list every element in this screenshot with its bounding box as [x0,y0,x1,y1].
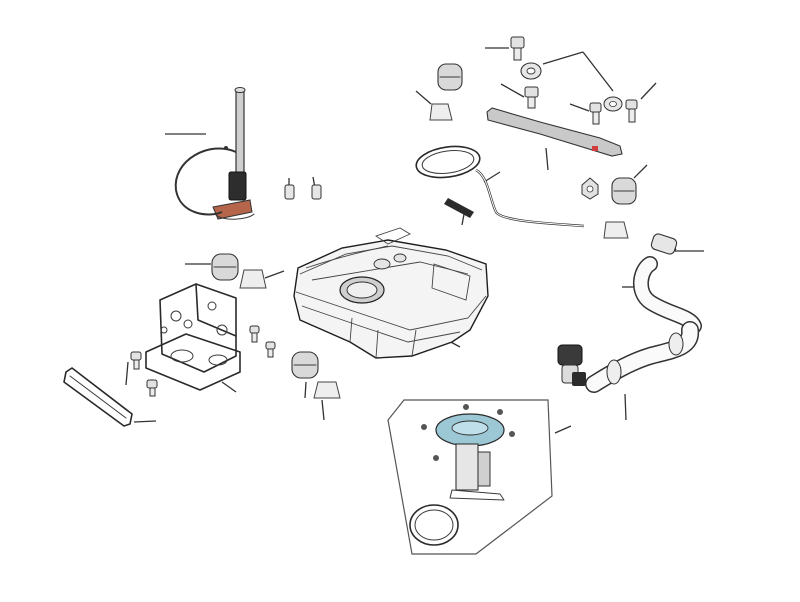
bolt-small-icon [130,325,276,397]
washer-icon [520,62,542,80]
fuel-tank-icon [293,227,489,359]
grommet-right-icon [581,177,637,239]
hose-clip-icon [284,184,322,200]
leader-pump-box [554,425,572,434]
washer-group-right-icon [589,96,638,125]
tank-bracket-icon [145,283,241,391]
leader-washers-b [582,51,614,92]
filler-neck-hose-icon [557,233,702,393]
tank-strap-icon [486,107,623,157]
leader-strap [545,147,549,171]
fuel-sender-rod-icon [174,87,255,220]
fuel-pump-assembly-icon [387,399,553,555]
leader-bolt-mid [500,83,525,98]
leader-strap-left [133,420,157,423]
bolt-mid-icon [524,86,539,109]
leader-grommet-right [633,164,648,179]
leader-bolt-farright [640,82,657,100]
leader-rubber-left [264,270,285,279]
leader-grommet-low2 [321,399,325,421]
grommet-left-icon [211,253,267,289]
leader-bracket [221,381,237,393]
grommet-top-icon [429,63,463,121]
strap-left-icon [63,367,133,427]
grommet-low-icon [291,351,341,399]
leader-grommet-low [304,381,307,399]
leader-fuel-line [483,171,501,183]
leader-bolt-small [125,361,129,386]
leader-washers-a [542,51,584,65]
leader-grommet-top [415,90,432,105]
fuel-line-icon [415,145,585,228]
leader-bolt-right [569,103,590,112]
leader-filler-cap [624,393,627,421]
bolt-icon [510,36,525,61]
